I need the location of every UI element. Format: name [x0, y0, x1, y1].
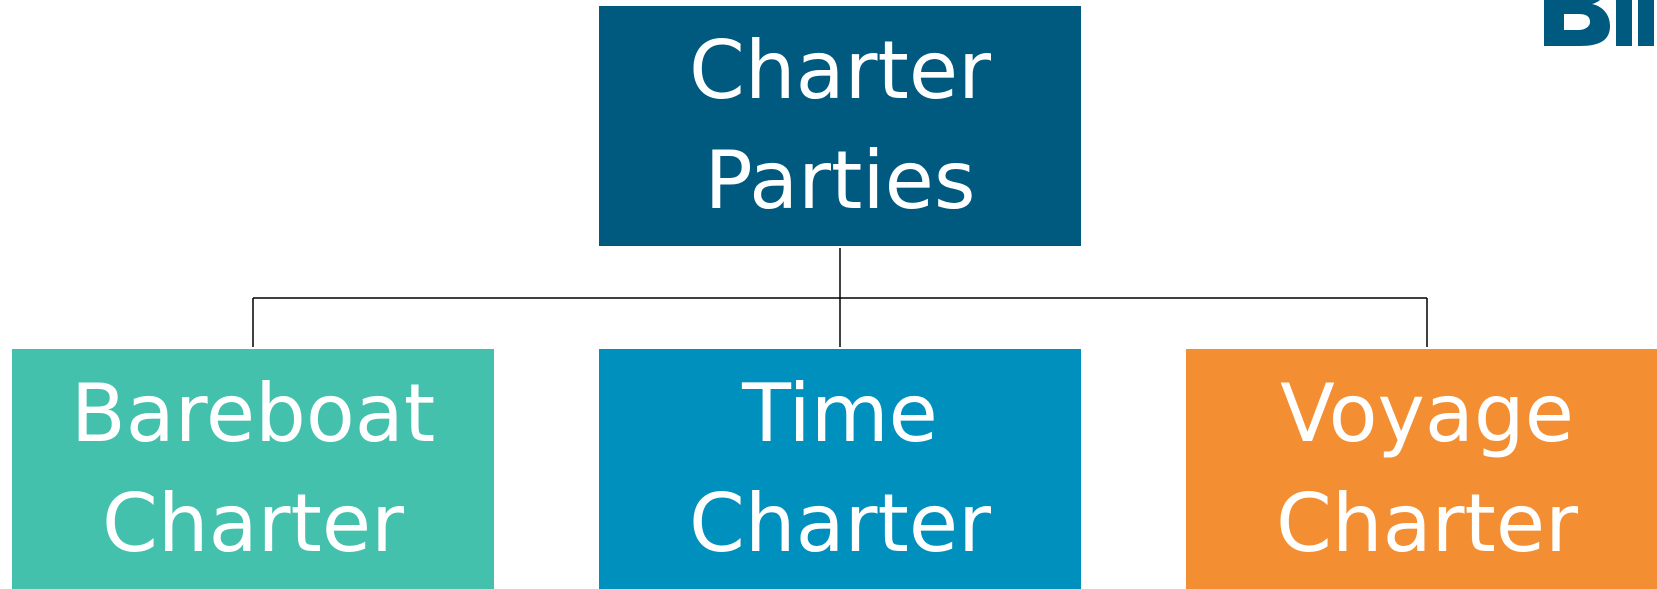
brand-logo-icon [1540, 0, 1657, 46]
node-label: Charter Parties [689, 24, 991, 227]
node-bareboat-charter: Bareboat Charter [12, 349, 494, 589]
node-label: Voyage Charter [1276, 367, 1578, 570]
node-voyage-charter: Voyage Charter [1186, 349, 1657, 589]
node-time-charter: Time Charter [599, 349, 1081, 589]
node-charter-parties: Charter Parties [599, 6, 1081, 246]
node-label: Bareboat Charter [70, 367, 436, 570]
node-label: Time Charter [689, 367, 991, 570]
